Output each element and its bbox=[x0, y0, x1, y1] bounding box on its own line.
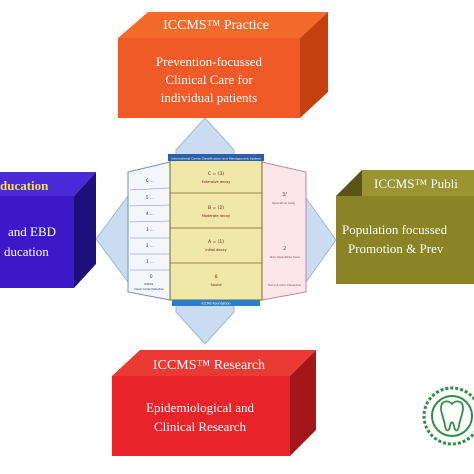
left-col-3: 3 ... bbox=[146, 227, 154, 232]
center-graphic: International Caries Classification and … bbox=[127, 154, 307, 306]
left-col-2: 2 ... bbox=[146, 243, 154, 248]
education-box-title: ducation bbox=[0, 178, 49, 193]
practice-box-line-2: Clinical Care for bbox=[165, 72, 253, 87]
level-desc-a: Initial decay bbox=[205, 248, 226, 252]
practice-box-line-1: Prevention-focussed bbox=[156, 54, 263, 69]
right-col-operative: Operative Care bbox=[272, 201, 295, 205]
practice-box-side bbox=[300, 12, 328, 118]
level-code-a: A = (1) bbox=[208, 239, 224, 245]
tooth-icon bbox=[440, 400, 464, 432]
right-col-3: 3/ bbox=[282, 192, 287, 198]
practice-box-line-3: individual patients bbox=[161, 90, 257, 105]
research-box-line-1: Epidemiological and bbox=[146, 400, 254, 415]
arrow-left bbox=[95, 194, 129, 284]
center-right-panel bbox=[261, 161, 307, 301]
research-box-title: ICCMS™ Research bbox=[153, 358, 265, 373]
research-box-side bbox=[290, 350, 316, 456]
center-header-bar bbox=[168, 154, 264, 161]
public-box-title: ICCMS™ Publi bbox=[374, 176, 458, 191]
practice-box-title: ICCMS™ Practice bbox=[163, 18, 269, 33]
practice-box-front bbox=[118, 38, 300, 118]
left-col-6: 6 ... bbox=[146, 178, 154, 183]
education-box-front bbox=[0, 196, 74, 288]
public-box-line-2: Promotion & Prev bbox=[348, 241, 444, 256]
public-box: ICCMS™ Publi Population focussed Promoti… bbox=[336, 170, 474, 284]
education-box-side bbox=[74, 172, 96, 288]
left-divider-2 bbox=[129, 204, 171, 207]
left-divider-1 bbox=[129, 187, 171, 191]
research-box-top bbox=[112, 350, 316, 376]
left-col-icdas: ICDAS bbox=[144, 282, 153, 286]
research-box: ICCMS™ Research Epidemiological and Clin… bbox=[112, 350, 316, 456]
level-desc-b: Moderate decay bbox=[202, 214, 230, 218]
left-col-1: 1 ... bbox=[146, 259, 154, 264]
left-col-5: 5 ... bbox=[146, 195, 154, 200]
research-box-line-2: Clinical Research bbox=[154, 419, 247, 434]
practice-box-top bbox=[118, 12, 328, 38]
research-box-front bbox=[112, 376, 290, 456]
arrow-down bbox=[175, 301, 235, 345]
tooth-logo-ring-outer bbox=[422, 386, 474, 446]
right-col-nonoperative: Non-Operative Care bbox=[270, 255, 300, 259]
center-footer-bar bbox=[172, 300, 260, 306]
level-code-0: 0 bbox=[215, 274, 218, 280]
level-desc-0: Sound bbox=[210, 283, 221, 287]
education-box-line-2: ducation bbox=[4, 244, 49, 259]
left-col-caption: Visual Caries Detection bbox=[134, 287, 164, 291]
left-col-4: 4 ... bbox=[146, 211, 154, 216]
level-code-b: B = (2) bbox=[208, 205, 224, 211]
level-desc-c: Extensive decay bbox=[202, 180, 231, 184]
tooth-logo bbox=[422, 386, 474, 446]
education-box: ducation and EBD ducation bbox=[0, 172, 96, 288]
education-box-top bbox=[0, 172, 96, 196]
public-box-front bbox=[336, 196, 474, 284]
public-box-top bbox=[336, 170, 474, 196]
left-divider-3 bbox=[129, 220, 171, 223]
center-header-text: International Caries Classification and … bbox=[171, 157, 261, 161]
education-box-line-1: and EBD bbox=[8, 224, 56, 239]
practice-box: ICCMS™ Practice Prevention-focussed Clin… bbox=[118, 12, 328, 118]
arrow-right bbox=[305, 196, 337, 284]
center-main-panel bbox=[169, 157, 263, 301]
center-footer-text: ICCMS Foundation bbox=[202, 302, 231, 306]
right-col-2: 2 bbox=[283, 246, 286, 252]
left-col-0: 0 bbox=[150, 274, 153, 279]
public-box-line-1: Population focussed bbox=[342, 222, 448, 237]
level-code-c: C = (3) bbox=[208, 171, 224, 177]
right-col-prevention: Home & Clinic Prevention bbox=[268, 283, 301, 287]
